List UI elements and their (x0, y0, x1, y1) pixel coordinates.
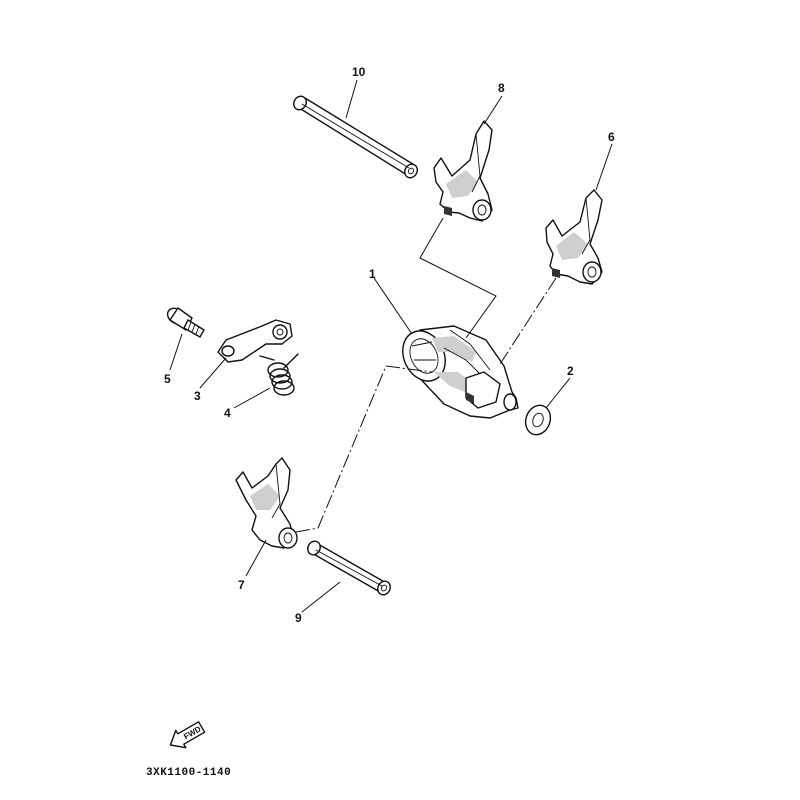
callout-labels: 10 8 6 1 2 5 3 4 7 9 (164, 65, 615, 625)
diagram-code: 3XK1100-1140 (146, 767, 231, 779)
part-8-shift-fork (433, 120, 493, 222)
part-4-torsion-spring (259, 353, 299, 396)
leader-1 (373, 277, 413, 335)
callout-4: 4 (224, 406, 231, 420)
part-9-guide-bar-lower (307, 540, 391, 596)
part-3-stopper-lever (217, 319, 293, 363)
leader-10 (345, 79, 358, 119)
leader-3 (199, 357, 227, 389)
leader-5 (169, 333, 183, 371)
callout-5: 5 (164, 372, 171, 386)
callout-7: 7 (238, 578, 245, 592)
callout-8: 8 (498, 81, 505, 95)
leader-6 (595, 143, 613, 191)
callout-6: 6 (608, 130, 615, 144)
callout-3: 3 (194, 389, 201, 403)
leader-4 (233, 387, 271, 409)
callout-1: 1 (369, 267, 376, 281)
leader-8 (483, 95, 503, 125)
line-fork7-to-drum (295, 365, 433, 533)
part-1-shift-drum (402, 325, 519, 419)
part-10-guide-bar-upper (293, 95, 418, 179)
leader-7 (245, 539, 267, 577)
part-7-shift-fork (235, 457, 298, 549)
assembly-lines (295, 217, 557, 533)
callout-10: 10 (352, 65, 366, 79)
part-6-shift-fork (545, 189, 603, 285)
fwd-arrow-icon: FWD (169, 721, 206, 749)
callout-9: 9 (295, 611, 302, 625)
line-fork6-to-drum (499, 277, 557, 365)
callout-2: 2 (567, 364, 574, 378)
part-2-washer (524, 404, 552, 436)
leader-9 (301, 581, 341, 613)
callout-leaders (169, 79, 613, 613)
line-fork8-to-drum (419, 217, 497, 339)
leader-2 (545, 377, 571, 409)
part-5-bolt (166, 307, 205, 338)
